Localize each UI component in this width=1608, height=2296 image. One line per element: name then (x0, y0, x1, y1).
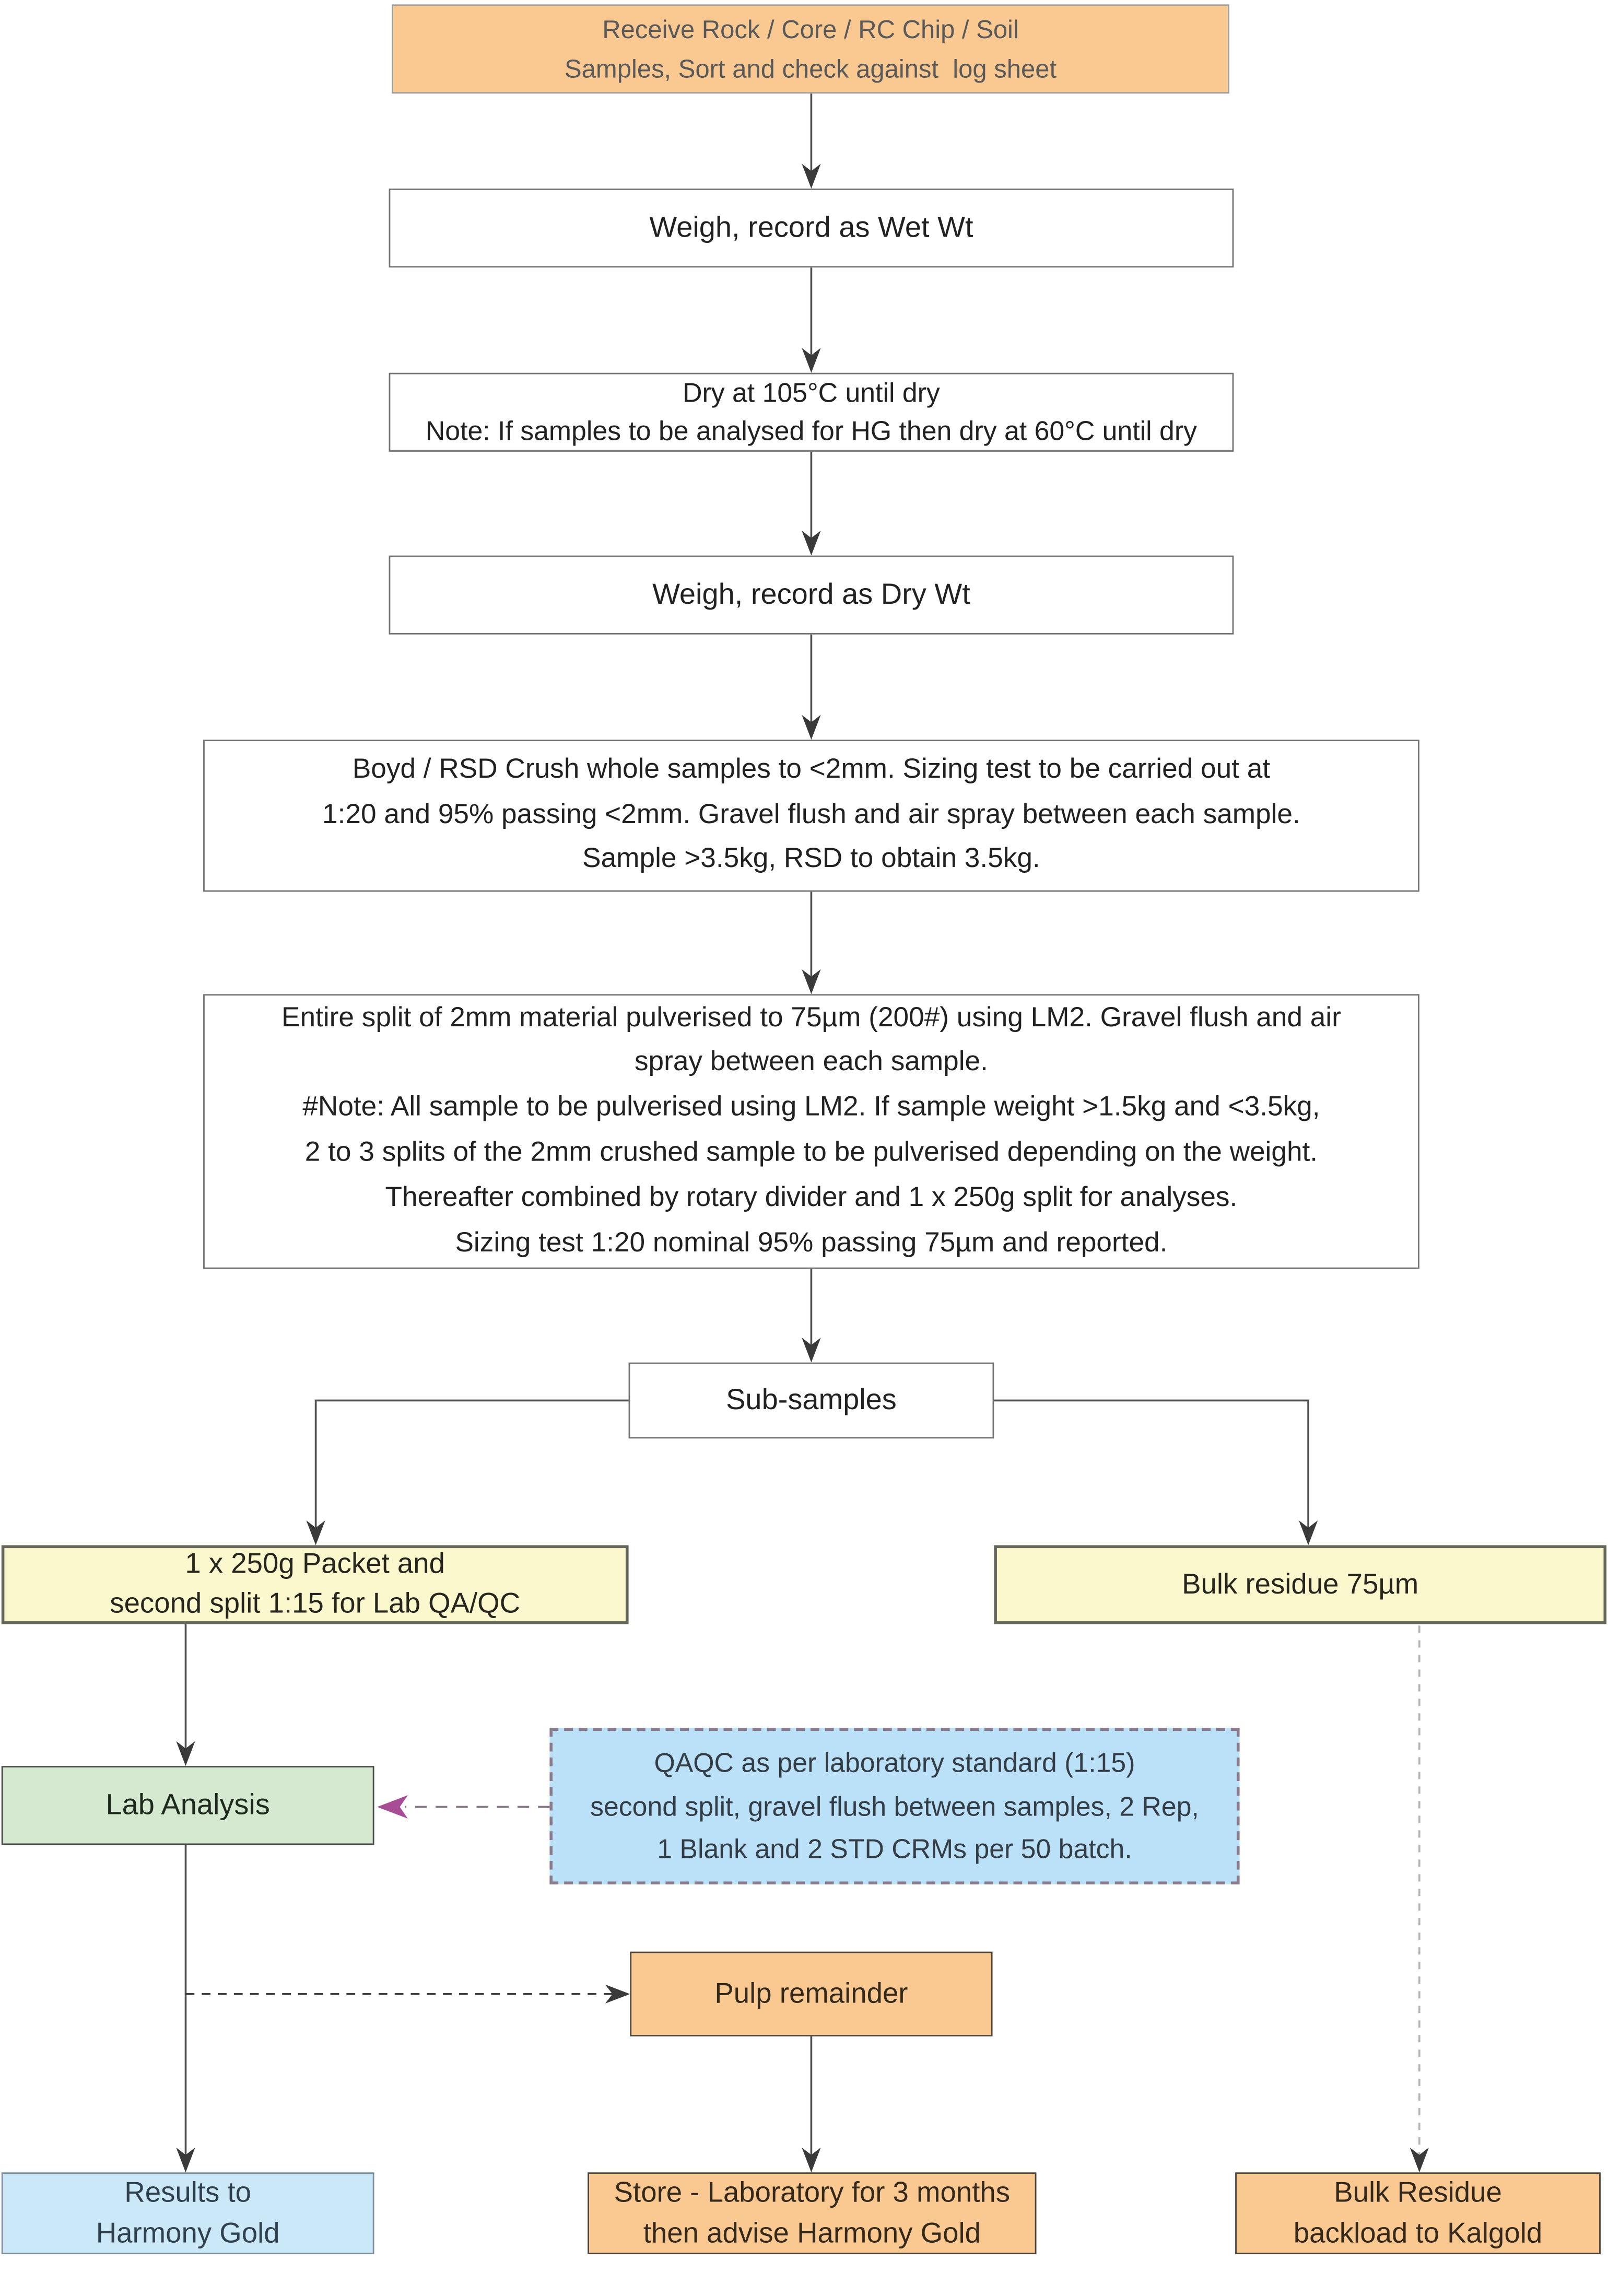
node-pulverise-line5: Thereafter combined by rotary divider an… (385, 1182, 1238, 1213)
edge-subsamples-bulkresidue (994, 1399, 1309, 1529)
node-crush-line3: Sample >3.5kg, RSD to obtain 3.5kg. (582, 844, 1040, 875)
node-backload-line1: Bulk Residue (1334, 2176, 1502, 2209)
node-store-line1: Store - Laboratory for 3 months (614, 2176, 1011, 2209)
arrowhead-qaqc-to-lab (377, 1795, 408, 1819)
arrowhead-weighwet (802, 163, 821, 189)
node-pulverise-line3: #Note: All sample to be pulverised using… (302, 1092, 1320, 1123)
node-lab-analysis: Lab Analysis (1, 1766, 374, 1845)
node-pulp-remainder: Pulp remainder (630, 1951, 993, 2037)
arrowhead-packet (306, 1520, 325, 1545)
node-results-harmony: Results to Harmony Gold (1, 2172, 374, 2255)
node-crush-line1: Boyd / RSD Crush whole samples to <2mm. … (352, 754, 1271, 785)
node-sub-samples: Sub-samples (628, 1362, 994, 1439)
node-results-line2: Harmony Gold (96, 2218, 280, 2250)
node-dry-line1: Dry at 105°C until dry (683, 377, 940, 408)
arrowhead-store (802, 2147, 821, 2173)
node-sub-samples-label: Sub-samples (726, 1384, 897, 1416)
node-packet-split: 1 x 250g Packet and second split 1:15 fo… (1, 1545, 629, 1624)
node-qaqc-line2: second split, gravel flush between sampl… (590, 1790, 1199, 1821)
node-dry: Dry at 105°C until dry Note: If samples … (389, 372, 1234, 452)
node-bulk-residue-label: Bulk residue 75µm (1182, 1567, 1419, 1600)
arrowhead-weighdry (802, 531, 821, 556)
node-dry-line2: Note: If samples to be analysed for HG t… (425, 415, 1197, 446)
node-weigh-wet: Weigh, record as Wet Wt (389, 189, 1234, 268)
node-bulk-residue-backload: Bulk Residue backload to Kalgold (1235, 2172, 1601, 2255)
node-qaqc-line1: QAQC as per laboratory standard (1:15) (654, 1747, 1135, 1778)
node-pulverise-line4: 2 to 3 splits of the 2mm crushed sample … (304, 1137, 1318, 1168)
node-crush: Boyd / RSD Crush whole samples to <2mm. … (203, 740, 1419, 892)
node-receive-line2: Samples, Sort and check against log shee… (564, 53, 1057, 83)
node-store-line2: then advise Harmony Gold (643, 2218, 981, 2250)
node-receive-samples: Receive Rock / Core / RC Chip / Soil Sam… (392, 4, 1229, 94)
arrowhead-pulp (605, 1984, 630, 2004)
arrowhead-subsamples (802, 1338, 821, 1363)
node-pulp-remainder-label: Pulp remainder (714, 1977, 908, 2010)
node-qaqc-line3: 1 Blank and 2 STD CRMs per 50 batch. (657, 1833, 1132, 1865)
node-qaqc-note: QAQC as per laboratory standard (1:15) s… (549, 1728, 1240, 1884)
node-pulverise-line2: spray between each sample. (634, 1047, 988, 1079)
node-bulk-residue: Bulk residue 75µm (994, 1545, 1607, 1624)
arrowhead-backload (1410, 2147, 1429, 2173)
node-store-laboratory: Store - Laboratory for 3 months then adv… (588, 2172, 1037, 2255)
node-receive-line1: Receive Rock / Core / RC Chip / Soil (602, 15, 1019, 44)
node-packet-line1: 1 x 250g Packet and (185, 1548, 445, 1580)
edge-subsamples-packet (314, 1399, 629, 1529)
node-weigh-dry-label: Weigh, record as Dry Wt (652, 578, 970, 611)
node-weigh-dry: Weigh, record as Dry Wt (389, 555, 1234, 635)
arrowhead-results (176, 2147, 195, 2173)
node-packet-line2: second split 1:15 for Lab QA/QC (110, 1587, 521, 1620)
node-crush-line2: 1:20 and 95% passing <2mm. Gravel flush … (322, 799, 1300, 830)
node-pulverise-line1: Entire split of 2mm material pulverised … (281, 1002, 1341, 1034)
node-pulverise-line6: Sizing test 1:20 nominal 95% passing 75µ… (455, 1227, 1168, 1258)
node-results-line1: Results to (124, 2176, 251, 2209)
arrowhead-pulverise (802, 969, 821, 994)
arrowhead-crush (802, 714, 821, 740)
node-pulverise: Entire split of 2mm material pulverised … (203, 994, 1419, 1269)
arrowhead-bulkresidue (1298, 1520, 1318, 1545)
arrowhead-labanalysis (176, 1741, 195, 1766)
node-lab-analysis-label: Lab Analysis (105, 1788, 270, 1821)
node-backload-line2: backload to Kalgold (1293, 2218, 1543, 2250)
arrowhead-dry (802, 348, 821, 373)
node-weigh-wet-label: Weigh, record as Wet Wt (649, 211, 973, 244)
